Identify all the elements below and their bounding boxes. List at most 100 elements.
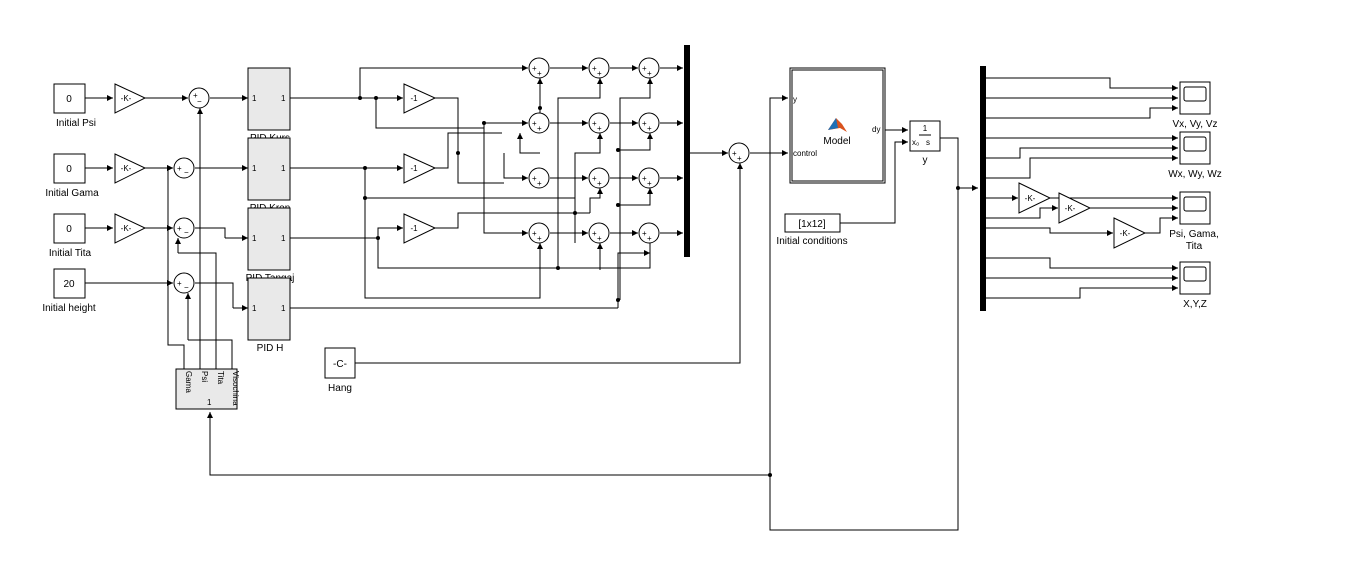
constant-value: 0: [66, 94, 72, 105]
sum-r1-c2[interactable]: ++: [588, 57, 610, 79]
pid-kren-block[interactable]: 1 1 PID Kren: [247, 137, 291, 214]
scope-label: Vx, Vy, Vz: [1172, 119, 1217, 130]
scope-screen-icon: [1183, 86, 1207, 102]
constant-initial-psi[interactable]: 0 Initial Psi: [53, 83, 96, 129]
constant-initial-gama[interactable]: 0 Initial Gama: [45, 153, 99, 199]
constant-value: -C-: [333, 359, 347, 370]
sum-r1-c3[interactable]: ++: [638, 57, 660, 79]
sum-r1-c1[interactable]: ++: [528, 57, 550, 79]
constant-hang[interactable]: -C- Hang: [324, 347, 356, 394]
gain-neg-tangaj[interactable]: -1: [403, 213, 437, 244]
pid-h-label: PID H: [257, 343, 284, 354]
sum-sign-plus: +: [177, 279, 182, 288]
selector-port-gama: Gama: [184, 371, 193, 393]
constant-label: Hang: [328, 383, 352, 394]
gain-label: -K-: [121, 164, 132, 173]
scope-velocity[interactable]: Vx, Vy, Vz: [1172, 81, 1218, 130]
scope-screen-icon: [1183, 266, 1207, 282]
sum-sign-plus: +: [193, 91, 198, 100]
scope-angles[interactable]: Psi, Gama, Tita: [1169, 191, 1219, 252]
pid-tangaj-block[interactable]: 1 1 PID Tangaj: [246, 207, 295, 284]
sum-r2-c2[interactable]: ++: [588, 112, 610, 134]
sum-block-psi[interactable]: + −: [188, 87, 210, 109]
gain-block-out-3[interactable]: -K-: [1113, 217, 1147, 249]
sum-block-hang[interactable]: + +: [728, 142, 750, 164]
gain-neg-kurs[interactable]: -1: [403, 83, 437, 114]
sum-r4-c2[interactable]: ++: [588, 222, 610, 244]
mux-block[interactable]: [684, 45, 690, 257]
gain-neg-kren[interactable]: -1: [403, 153, 437, 184]
sum-sign-plus: +: [647, 179, 652, 188]
sum-sign-plus: +: [592, 174, 597, 183]
sum-sign-plus: +: [592, 119, 597, 128]
gain-block-out-1[interactable]: -K-: [1018, 182, 1052, 214]
sum-r3-c3[interactable]: ++: [638, 167, 660, 189]
sum-sign-plus: +: [532, 64, 537, 73]
constant-label: Initial Psi: [56, 118, 96, 129]
sum-sign-plus: +: [537, 179, 542, 188]
gain-block-tita[interactable]: -K-: [114, 213, 147, 244]
pid-out-port: 1: [281, 304, 286, 313]
sum-sign-minus: −: [184, 228, 189, 237]
sum-r2-c3[interactable]: ++: [638, 112, 660, 134]
integrator-label: y: [923, 155, 928, 166]
scope-label-line2: Tita: [1186, 241, 1203, 252]
sum-sign-plus: +: [537, 124, 542, 133]
pid-out-port: 1: [281, 234, 286, 243]
gain-neg-label: -1: [410, 224, 418, 233]
constant-label: Initial Tita: [49, 248, 92, 259]
junction-dots: [358, 96, 960, 477]
matlab-logo-icon: [828, 118, 847, 132]
gain-block-out-2[interactable]: -K-: [1058, 192, 1092, 224]
sum-r4-c1[interactable]: ++: [528, 222, 550, 244]
scope-angular-velocity[interactable]: Wx, Wy, Wz: [1168, 131, 1222, 180]
selector-block[interactable]: Gama Psi Tita Visochina 1: [175, 368, 240, 410]
constant-value: 0: [66, 224, 72, 235]
pid-in-port: 1: [252, 304, 257, 313]
integrator-ic: x₀: [912, 138, 919, 147]
sum-r2-c1[interactable]: ++: [528, 112, 550, 134]
sum-grid: ++ ++ ++ ++ ++ ++ ++ ++ ++ ++ ++ ++: [528, 57, 660, 244]
sum-block-gama[interactable]: + −: [173, 157, 195, 179]
scope-label: X,Y,Z: [1183, 299, 1207, 310]
sum-sign-plus: +: [737, 154, 742, 163]
pid-out-port: 1: [281, 94, 286, 103]
sum-sign-plus: +: [597, 124, 602, 133]
gain-label: -K-: [121, 94, 132, 103]
pid-kurs-block[interactable]: 1 1 PID Kurs: [247, 67, 291, 144]
integrator-denominator: s: [926, 138, 930, 147]
integrator-block[interactable]: 1 s x₀ y: [909, 120, 941, 166]
sum-r3-c2[interactable]: ++: [588, 167, 610, 189]
sum-r4-c3[interactable]: ++: [638, 222, 660, 244]
sum-block-tita[interactable]: + −: [173, 217, 195, 239]
model-out-dy: dy: [872, 125, 880, 134]
sum-block-height[interactable]: + −: [173, 272, 195, 294]
pid-in-port: 1: [252, 164, 257, 173]
scope-screen-icon: [1183, 196, 1207, 212]
model-in-control: control: [793, 149, 817, 158]
demux-block[interactable]: [980, 66, 986, 311]
model-in-y: y: [793, 95, 797, 104]
constant-value: 20: [63, 279, 75, 290]
pid-h-block[interactable]: 1 1 PID H: [247, 277, 291, 354]
sum-sign-plus: +: [532, 174, 537, 183]
selector-in-port: 1: [207, 398, 212, 407]
constant-initial-height[interactable]: 20 Initial height: [42, 268, 96, 314]
scope-label: Wx, Wy, Wz: [1168, 169, 1222, 180]
model-block[interactable]: Model y control dy: [789, 67, 886, 184]
constant-label: Initial height: [42, 303, 96, 314]
constant-initial-conditions[interactable]: [1x12] Initial conditions: [776, 213, 848, 247]
constant-initial-tita[interactable]: 0 Initial Tita: [49, 213, 92, 259]
gain-block-gama[interactable]: -K-: [114, 153, 147, 184]
sum-sign-plus: +: [532, 119, 537, 128]
sum-r3-c1[interactable]: ++: [528, 167, 550, 189]
gain-block-psi[interactable]: -K-: [114, 83, 147, 114]
sum-sign-plus: +: [592, 64, 597, 73]
sum-sign-plus: +: [597, 69, 602, 78]
pid-in-port: 1: [252, 234, 257, 243]
scope-position[interactable]: X,Y,Z: [1179, 261, 1211, 310]
constant-label: Initial conditions: [776, 236, 847, 247]
gain-label: -K-: [1025, 194, 1036, 203]
model-label: Model: [823, 136, 850, 147]
